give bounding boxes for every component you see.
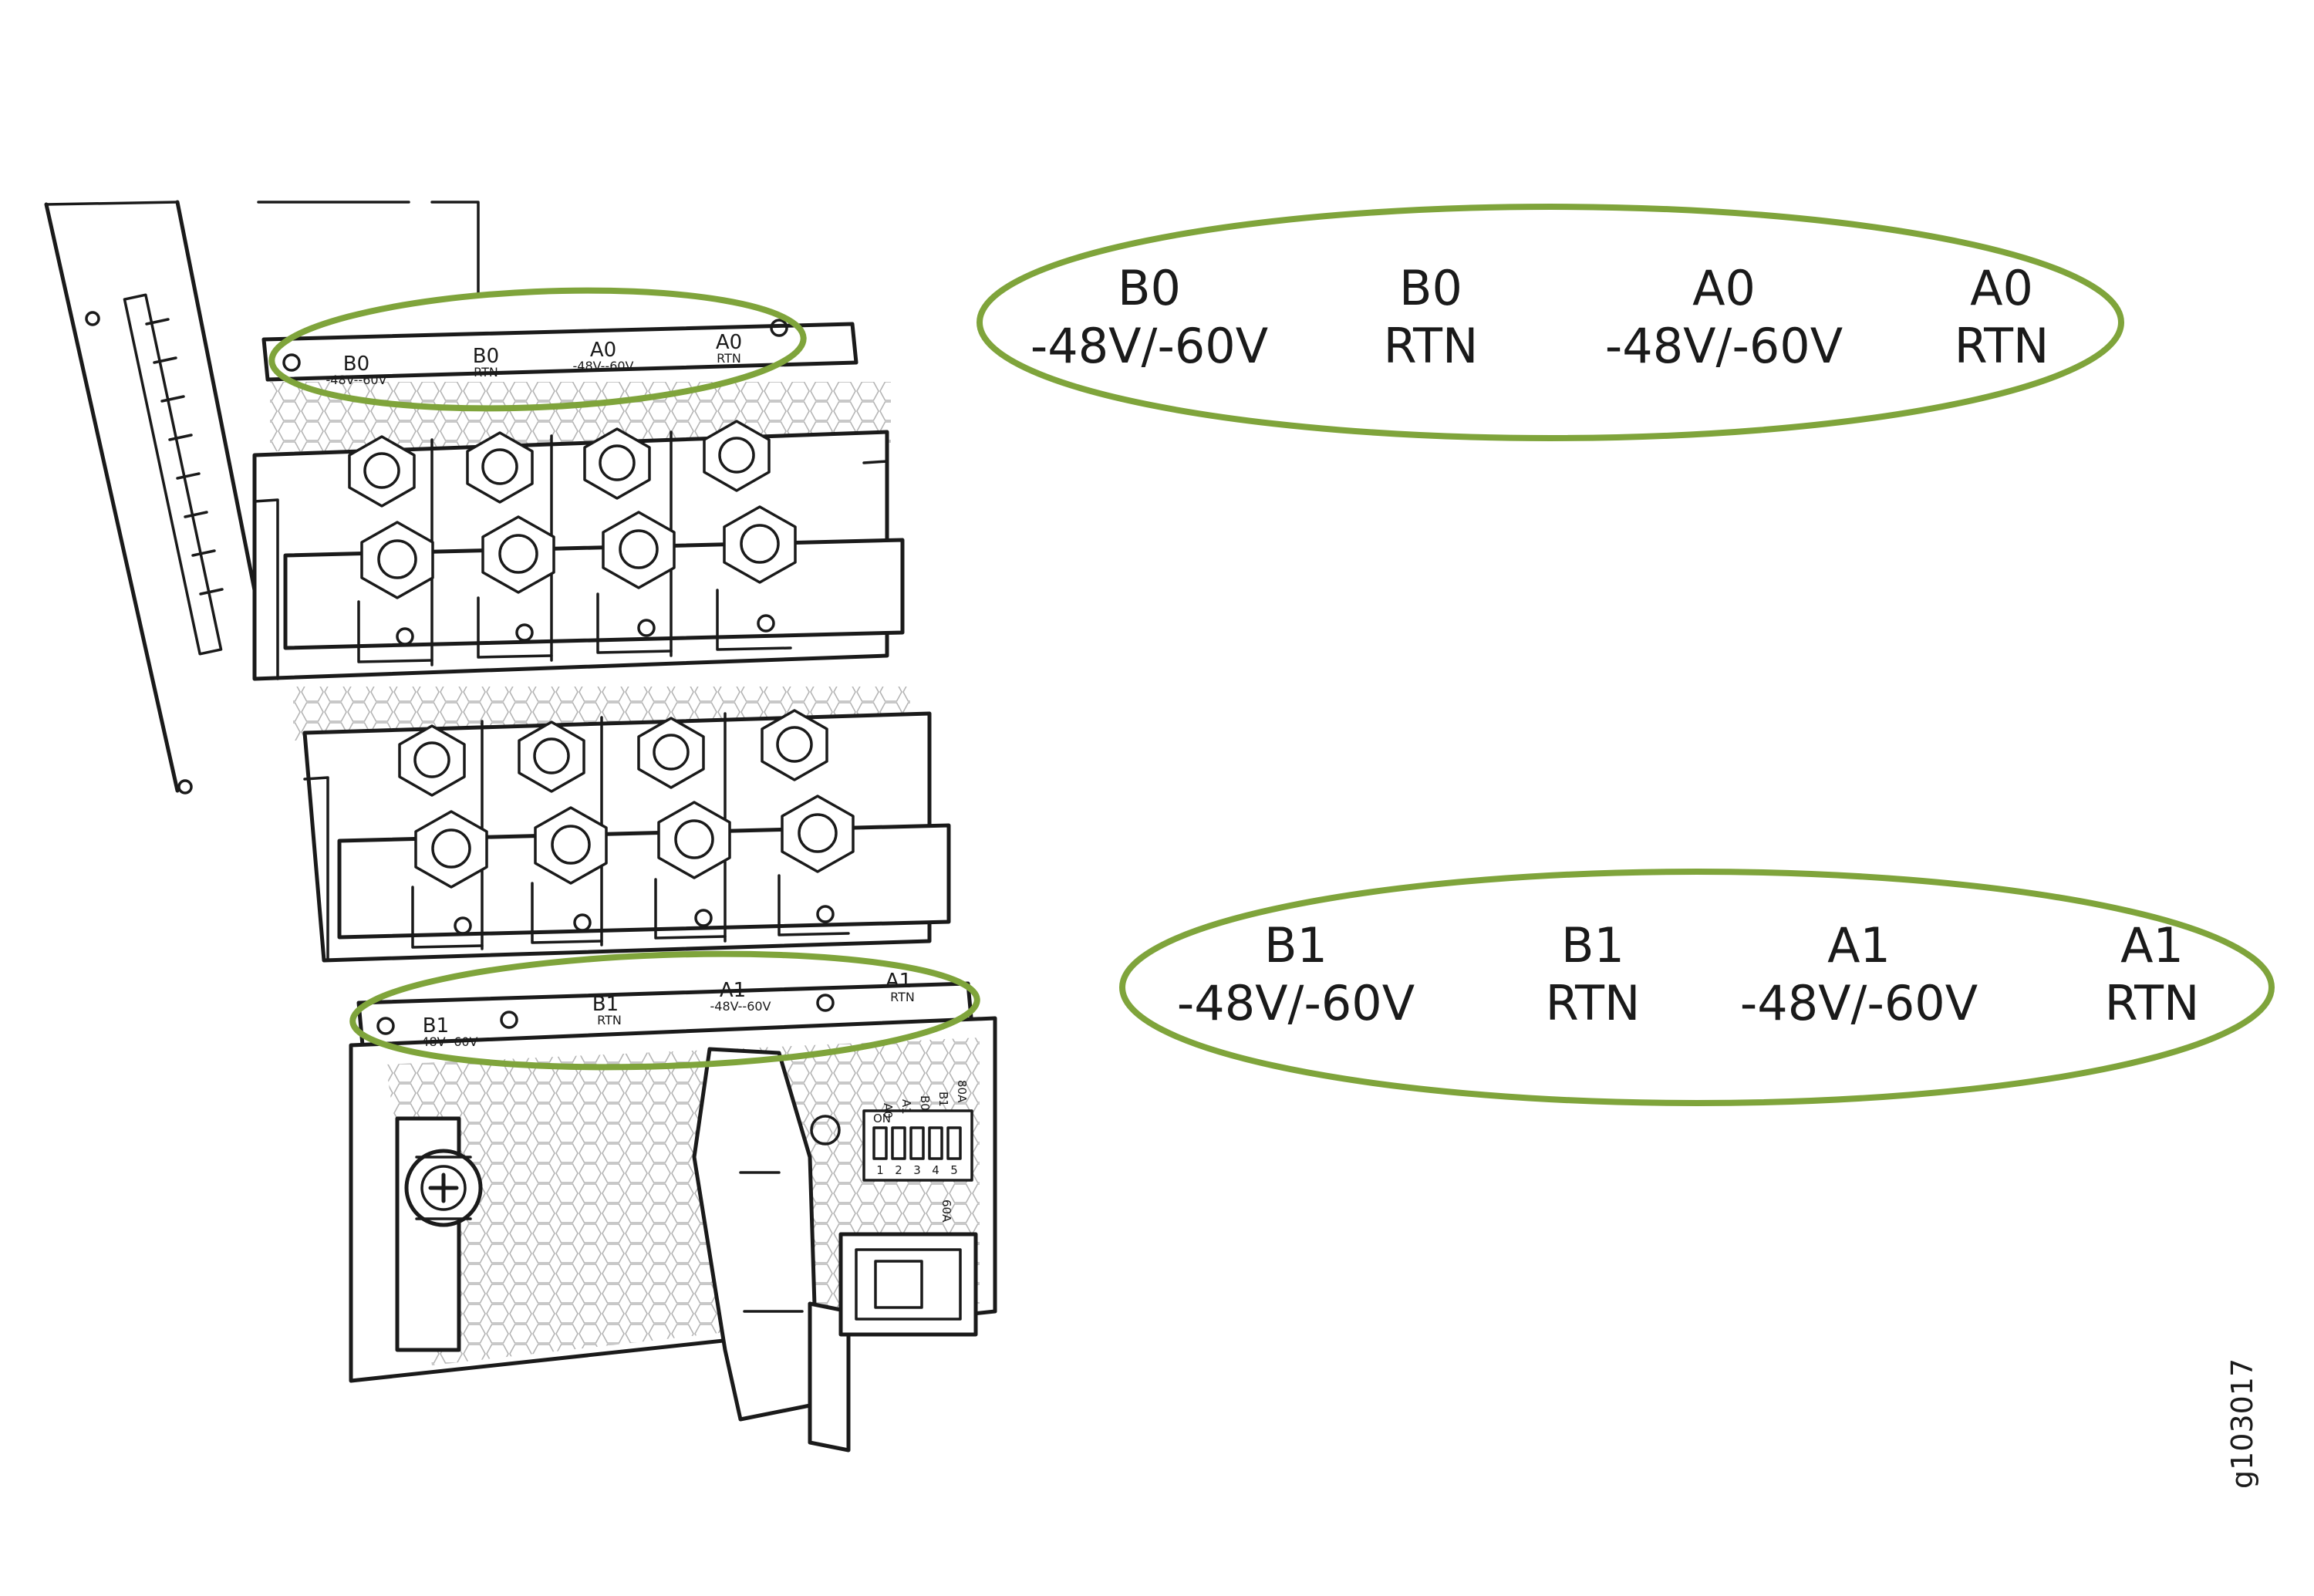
dip-input-label: B0 bbox=[918, 1095, 932, 1111]
module-sublabel: -48V--60V bbox=[710, 999, 771, 1014]
callout-terminal-name: A1 bbox=[2120, 917, 2184, 973]
strip-hole bbox=[376, 1017, 395, 1035]
dip-number: 4 bbox=[932, 1163, 939, 1177]
status-led bbox=[810, 1115, 841, 1146]
dip-switch[interactable]: ON 1 2 3 4 5 A0 A1 B0 B1 80A bbox=[862, 1080, 973, 1182]
handle-grip-lines bbox=[739, 1171, 804, 1313]
side-screw bbox=[85, 311, 100, 326]
module-sublabel: -48V--60V bbox=[573, 359, 634, 373]
top-label-strip bbox=[261, 322, 858, 382]
top-module-labels: B0 -48V--60V B0 RTN A0 -48V--60V A0 RTN bbox=[326, 331, 743, 387]
module-label: A0 bbox=[716, 331, 742, 354]
ejector-latch bbox=[395, 1116, 483, 1352]
module-label: B0 bbox=[343, 353, 369, 376]
callout-terminal-name: B0 bbox=[1399, 260, 1462, 316]
callout-terminal-type: -48V/-60V bbox=[1031, 318, 1268, 374]
dip-on-label: ON bbox=[873, 1112, 891, 1125]
dip-number: 3 bbox=[913, 1163, 921, 1177]
power-supply-module: ON 1 2 3 4 5 A0 A1 B0 B1 80A 60A bbox=[44, 200, 997, 1453]
callout-terminal-name: A0 bbox=[1970, 260, 2033, 316]
dip-switch-2[interactable] bbox=[891, 1126, 906, 1160]
side-screw bbox=[177, 779, 193, 795]
circuit-breaker[interactable]: 60A bbox=[838, 1200, 978, 1337]
module-sublabel: RTN bbox=[597, 1013, 622, 1027]
callout-terminal-type: -48V/-60V bbox=[1740, 975, 1978, 1031]
module-sublabel: -48V--60V bbox=[417, 1034, 478, 1049]
callout-terminal-name: B1 bbox=[1561, 917, 1624, 973]
module-sublabel: -48V--60V bbox=[326, 373, 387, 387]
dip-input-label: A0 bbox=[881, 1103, 895, 1119]
dip-switch-3[interactable] bbox=[909, 1126, 925, 1160]
module-label: B1 bbox=[423, 1014, 449, 1038]
dip-switch-4[interactable] bbox=[928, 1126, 943, 1160]
bottom-callout-ellipse bbox=[1119, 869, 2275, 1106]
dip-number: 5 bbox=[950, 1163, 958, 1177]
chassis-top-rail-right bbox=[430, 201, 480, 295]
side-vent-slots bbox=[123, 293, 224, 656]
top-label-ring bbox=[268, 287, 807, 412]
callout-terminal-name: B0 bbox=[1118, 260, 1181, 316]
bottom-module-labels: B1 -48V--60V B1 RTN A1 -48V--60V A1 RTN bbox=[417, 970, 915, 1049]
module-sublabel: RTN bbox=[474, 365, 498, 380]
chassis-inner-edge bbox=[175, 200, 257, 592]
dip-input-label: A1 bbox=[899, 1099, 913, 1115]
dip-number: 1 bbox=[876, 1163, 884, 1177]
chassis-rear-edge bbox=[45, 201, 179, 206]
phillips-icon bbox=[428, 1173, 459, 1203]
lower-terminal-studs bbox=[398, 709, 855, 935]
strip-hole bbox=[282, 353, 301, 372]
module-label: A0 bbox=[590, 339, 616, 362]
bottom-label-ring bbox=[349, 950, 980, 1071]
upper-terminal-block bbox=[252, 430, 905, 681]
bottom-callout-labels: B1 -48V/-60V B1 RTN A1 -48V/-60V A1 RTN bbox=[1177, 917, 2200, 1031]
handle[interactable] bbox=[692, 1047, 820, 1422]
breaker-toggle[interactable] bbox=[874, 1260, 923, 1309]
callout-terminal-type: RTN bbox=[1955, 318, 2049, 374]
top-callout-ellipse bbox=[977, 204, 2124, 441]
dip-switch-1[interactable] bbox=[872, 1126, 888, 1160]
strip-hole bbox=[770, 319, 788, 337]
top-callout-labels: B0 -48V/-60V B0 RTN A0 -48V/-60V A0 RTN bbox=[1031, 260, 2049, 374]
handle-tab bbox=[808, 1301, 851, 1453]
faceplate-vent-grid bbox=[386, 1038, 980, 1365]
callout-terminal-name: A0 bbox=[1692, 260, 1756, 316]
breaker-label: 60A bbox=[939, 1200, 953, 1223]
module-label: B0 bbox=[473, 345, 499, 368]
callout-terminal-type: RTN bbox=[2105, 975, 2200, 1031]
module-label: A1 bbox=[885, 970, 912, 993]
upper-terminal-studs bbox=[348, 420, 797, 646]
figure-id: g103017 bbox=[2225, 1358, 2259, 1489]
callout-terminal-name: A1 bbox=[1827, 917, 1891, 973]
dip-switch-5[interactable] bbox=[946, 1126, 962, 1160]
callout-terminal-type: -48V/-60V bbox=[1177, 975, 1415, 1031]
callout-terminal-type: RTN bbox=[1384, 318, 1479, 374]
callout-terminal-type: RTN bbox=[1546, 975, 1641, 1031]
strip-hole bbox=[500, 1011, 518, 1029]
module-sublabel: RTN bbox=[890, 990, 915, 1004]
dip-input-label: 80A bbox=[955, 1080, 969, 1103]
dip-number: 2 bbox=[895, 1163, 902, 1177]
strip-hole bbox=[816, 994, 835, 1012]
chassis-left-edge bbox=[44, 202, 180, 793]
callout-terminal-name: B1 bbox=[1264, 917, 1327, 973]
module-label: A1 bbox=[720, 979, 746, 1002]
module-label: B1 bbox=[592, 993, 619, 1016]
dip-input-label: B1 bbox=[936, 1092, 950, 1107]
screw-knurl-lines bbox=[415, 1156, 472, 1220]
module-sublabel: RTN bbox=[717, 351, 741, 366]
callout-terminal-type: -48V/-60V bbox=[1605, 318, 1843, 374]
